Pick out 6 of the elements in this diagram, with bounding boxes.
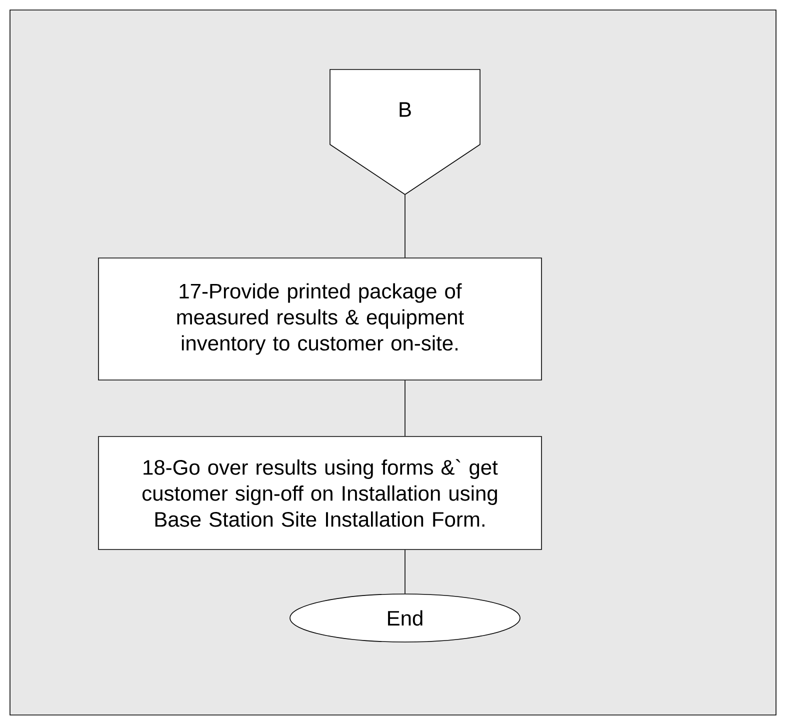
connector-line: [404, 380, 406, 436]
process-box: 18-Go over results using forms &` get customer sign-off on Installation using Base Station Site Installation Form.: [98, 436, 542, 550]
process-box: 17-Provide printed package of measured results & equipment inventory to customer on-site.: [98, 258, 542, 380]
connector-line: [404, 194, 406, 258]
offpage-connector: B: [330, 69, 480, 195]
connector-line: [404, 550, 406, 594]
